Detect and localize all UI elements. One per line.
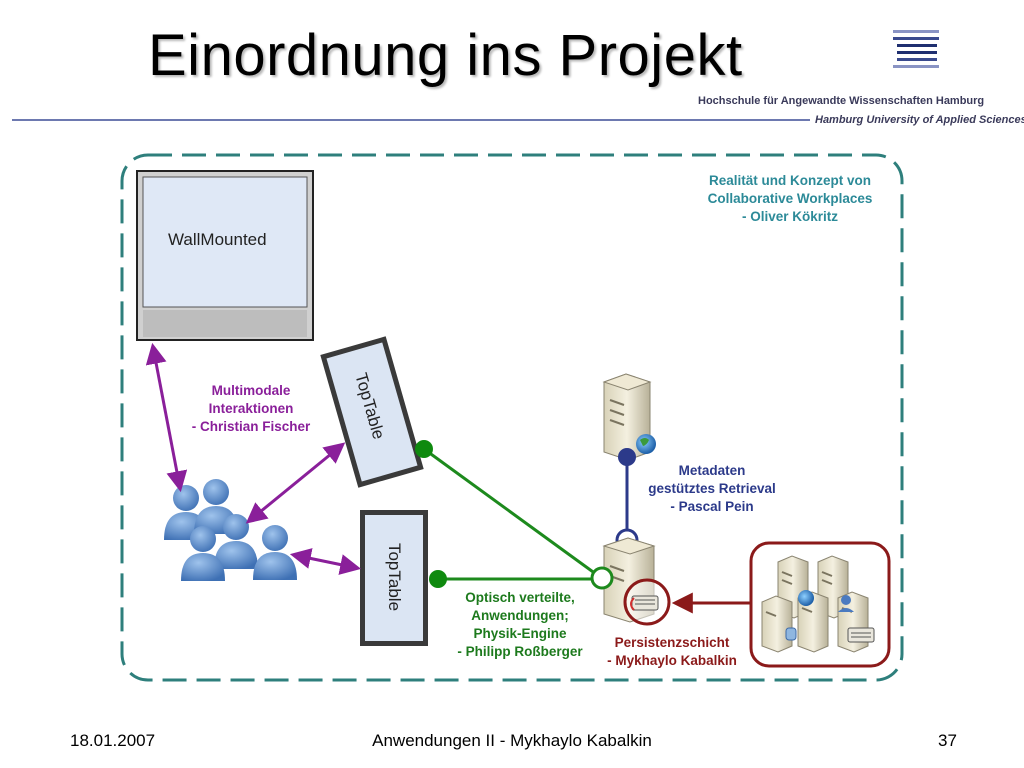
wallmounted-display — [136, 170, 314, 341]
metadata-server-icon — [602, 373, 656, 461]
university-logo-icon — [893, 30, 939, 68]
distributed-label: Optisch verteilte, Anwendungen; Physik-E… — [457, 590, 583, 659]
persistence-adapter-icon — [630, 595, 659, 611]
system-frame — [120, 153, 904, 682]
header-rule — [12, 119, 810, 121]
arrow-people-toptable-2 — [289, 548, 362, 575]
footer-center: Anwendungen II - Mykhaylo Kabalkin — [372, 731, 652, 750]
footer-date: 18.01.2007 — [70, 731, 156, 750]
toptable-1-device — [320, 336, 424, 488]
university-name-en: Hamburg University of Applied Sciences — [815, 114, 1024, 126]
arrow-people-wallmounted — [145, 342, 188, 493]
wallmounted-label: WallMounted — [168, 230, 267, 249]
metadata-label: Metadaten gestütztes Retrieval - Pascal … — [648, 463, 776, 514]
footer-page-number: 37 — [938, 731, 957, 750]
persistence-label: Persistenzschicht - Mykhaylo Kabalkin — [607, 635, 737, 668]
server-cluster-icon — [761, 555, 875, 653]
green-node-central-open — [590, 566, 614, 590]
green-node-toptable-2 — [429, 570, 447, 588]
slide-title: Einordnung ins Projekt — [148, 23, 743, 88]
green-node-toptable-1 — [415, 440, 433, 458]
arrow-people-toptable-1 — [245, 442, 346, 524]
navy-node-metadata-filled — [618, 448, 636, 466]
green-link-toptable-1 — [423, 447, 601, 579]
university-name-de: Hochschule für Angewandte Wissenschaften… — [698, 95, 985, 107]
toptable-2-device — [360, 510, 428, 646]
people-group-icon — [164, 479, 297, 581]
concept-label: Realität und Konzept von Collaborative W… — [707, 173, 873, 224]
interaction-label: Multimodale Interaktionen - Christian Fi… — [191, 383, 311, 434]
toptable-2-label: TopTable — [385, 542, 404, 612]
